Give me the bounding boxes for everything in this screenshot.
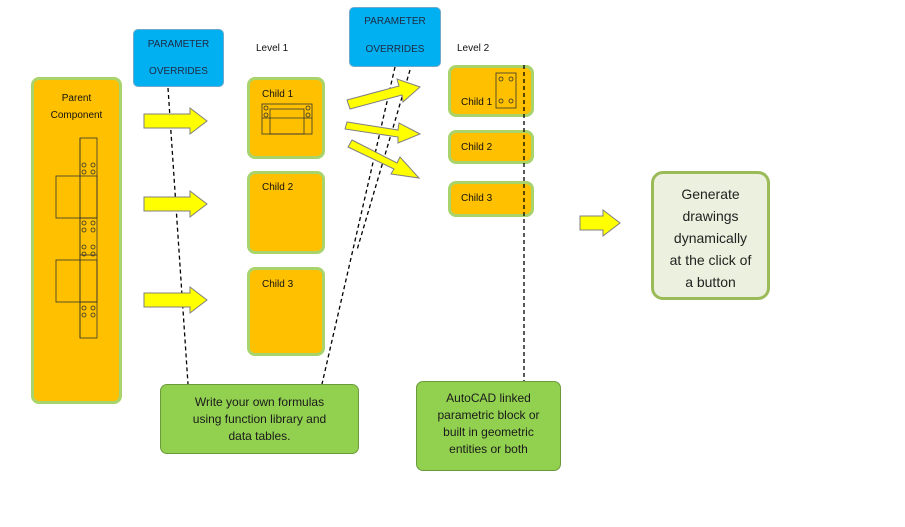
level2-child1-drawing-sketch	[495, 72, 517, 109]
parameter-overrides-1-line1: PARAMETER	[147, 39, 210, 50]
autocad-note-line4: entities or both	[449, 442, 528, 456]
arrows	[143, 78, 621, 315]
arrow-right-icon	[579, 208, 621, 238]
parent-component-label: Parent Component	[50, 93, 103, 121]
level1-child-2-label: Child 2	[262, 182, 294, 193]
arrow-down-right-icon	[347, 139, 421, 179]
generate-note: Generate drawings dynamically at the cli…	[651, 171, 770, 300]
formulas-note: Write your own formulas using function l…	[160, 384, 359, 454]
arrow-right-icon	[344, 121, 422, 144]
parent-drawing-sketch	[55, 137, 98, 339]
overrides-2-to-formulas-connector-a	[321, 66, 396, 385]
arrow-right-icon	[143, 285, 208, 315]
arrow-up-right-icon	[346, 78, 421, 110]
dashed-connectors	[167, 65, 525, 385]
parameter-overrides-2: PARAMETER OVERRIDES	[349, 7, 441, 67]
autocad-note: AutoCAD linked parametric block or built…	[416, 381, 561, 471]
arrow-right-icon	[143, 106, 208, 136]
parameter-overrides-2-line2: OVERRIDES	[365, 44, 425, 55]
level2-child-2: Child 2	[448, 130, 534, 164]
level-1-label: Level 1	[256, 43, 289, 54]
autocad-note-line1: AutoCAD linked	[446, 391, 531, 405]
level2-child-3-label: Child 3	[461, 193, 493, 204]
level2-child-3: Child 3	[448, 181, 534, 217]
generate-note-line1: Generate	[681, 186, 740, 202]
autocad-note-line3: built in geometric	[443, 425, 534, 439]
formulas-note-line2: using function library and	[192, 412, 327, 426]
level2-child-2-label: Child 2	[461, 142, 493, 153]
parent-component: Parent Component	[31, 77, 122, 404]
generate-note-line5: a button	[685, 274, 736, 290]
arrow-right-icon	[143, 189, 208, 219]
generate-note-line2: drawings	[682, 208, 739, 224]
parameter-overrides-1: PARAMETER OVERRIDES	[133, 29, 224, 87]
level1-child1-drawing-sketch	[261, 103, 313, 135]
level1-child-1-label: Child 1	[262, 89, 294, 100]
level2-child-1: Child 1	[448, 65, 534, 117]
overrides-1-to-formulas-connector	[167, 87, 189, 385]
level-2-label: Level 2	[457, 43, 490, 54]
generate-note-line3: dynamically	[673, 230, 748, 246]
formulas-note-line3: data tables.	[228, 429, 291, 443]
formulas-note-line1: Write your own formulas	[194, 395, 325, 409]
generate-note-line4: at the click of	[669, 252, 752, 268]
parameter-overrides-1-line2: OVERRIDES	[149, 66, 208, 77]
level1-child-3-label: Child 3	[262, 279, 294, 290]
parameter-overrides-2-line1: PARAMETER	[364, 16, 426, 27]
autocad-note-line2: parametric block or	[437, 408, 540, 422]
level2-child-1-label: Child 1	[461, 97, 493, 108]
level1-child-3: Child 3	[247, 267, 325, 356]
level1-child-2: Child 2	[247, 171, 325, 254]
